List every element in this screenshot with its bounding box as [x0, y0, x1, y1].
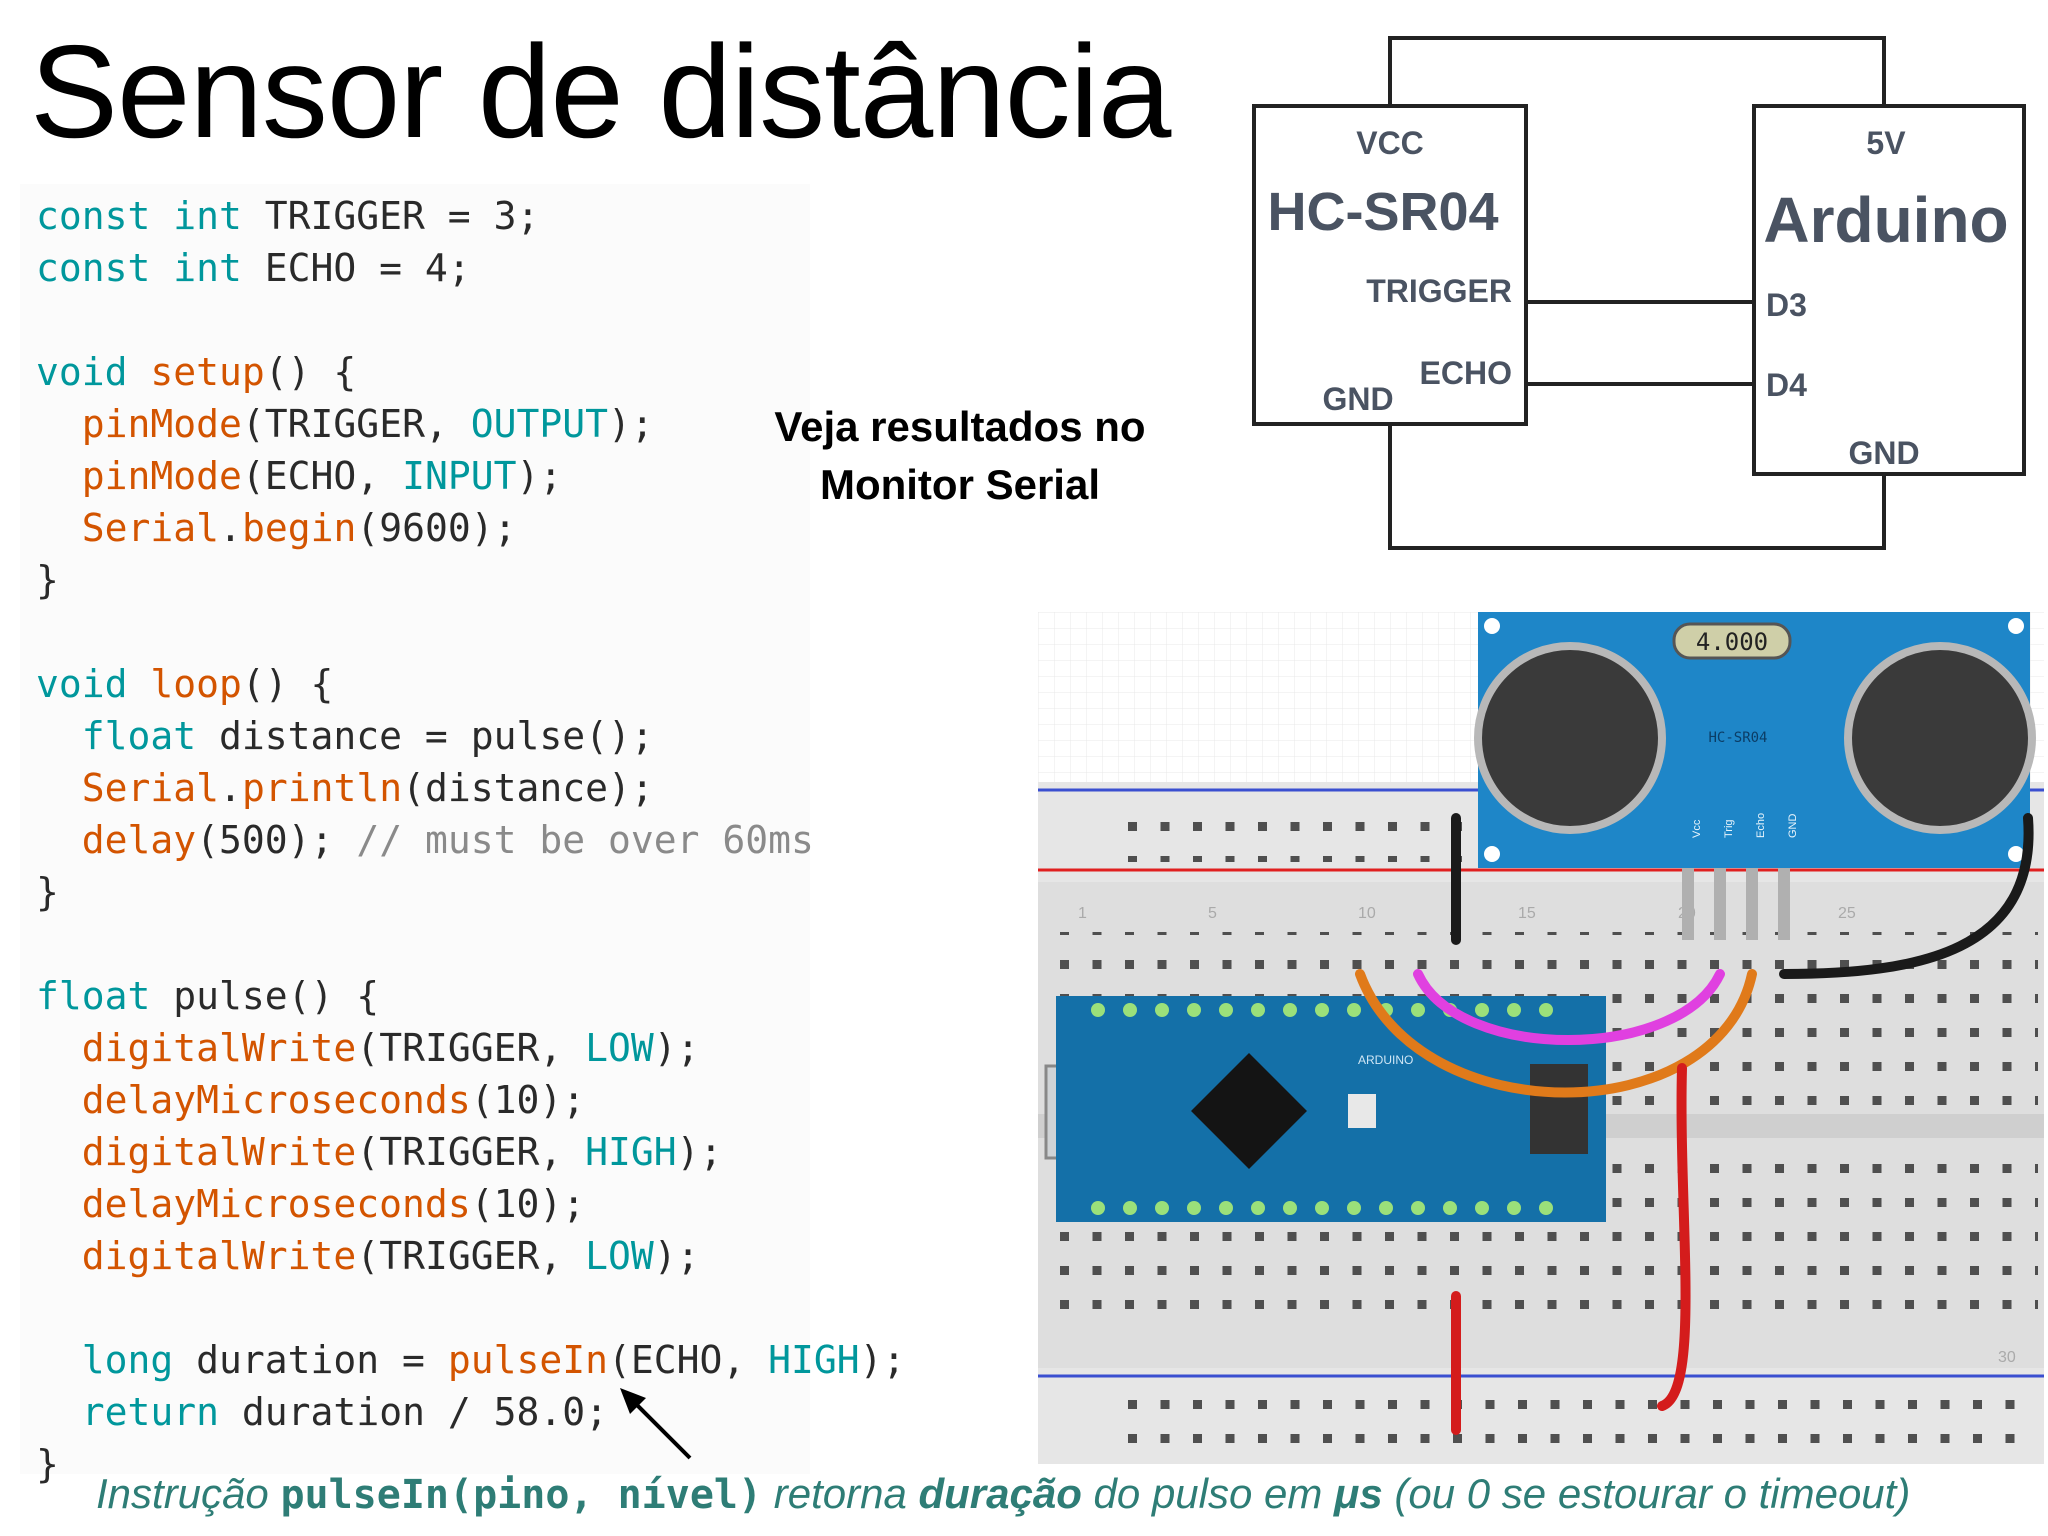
wiring-schematic: VCC HC-SR04 TRIGGER ECHO GND 5V Arduino … [1252, 36, 2026, 550]
arduino-gnd-label: GND [1848, 435, 1919, 471]
arduino-5v-label: 5V [1866, 125, 1906, 161]
code-line-6: Serial.begin(9600); [81, 506, 517, 550]
code-line-11: delay(500); // must be over 60ms [81, 818, 814, 862]
footnote: Instrução pulseIn(pino, nível) retorna d… [96, 1470, 1911, 1518]
reset-button [1348, 1094, 1376, 1128]
code-line-8: void loop() { [36, 662, 334, 706]
sensor-pin-label: Trig [1723, 819, 1735, 838]
code-line-17: delayMicroseconds(10); [81, 1182, 586, 1226]
arduino-nano: ARDUINO [1044, 996, 1606, 1222]
sensor-pin-2 [1714, 856, 1726, 940]
sensor-pin-label: Echo [1755, 813, 1767, 838]
wire-orange-echo [1355, 969, 1757, 1098]
arduino-d3-label: D3 [1766, 287, 1807, 323]
column-number: 10 [1358, 905, 1376, 922]
sensor-display: 4.000 [1696, 628, 1768, 656]
code-line-21: } [36, 1442, 59, 1486]
arduino-name-label: Arduino [1763, 184, 2008, 256]
breadboard-diagram: 1 5 10 15 20 25 30 ARDUINO [1038, 612, 2044, 1464]
wire-gnd-gnd [1388, 424, 1886, 550]
wire-black-sensor-gnd [1779, 813, 2034, 979]
sensor-crystal [1672, 622, 1792, 660]
column-number: 15 [1518, 905, 1536, 922]
sensor-trigger-label: TRIGGER [1366, 273, 1512, 309]
code-line-14: digitalWrite(TRIGGER, LOW); [81, 1026, 700, 1070]
sensor-pin-label: Vcc [1691, 819, 1703, 838]
code-line-19: long duration = pulseIn(ECHO, HIGH); [81, 1338, 906, 1382]
nano-label: ARDUINO [1358, 1053, 1413, 1067]
sensor-gnd-label: GND [1322, 381, 1393, 417]
nano-chip [1191, 1053, 1307, 1169]
sensor-pin-3 [1746, 856, 1758, 940]
wire-vcc-5v [1388, 36, 1886, 106]
column-number: 25 [1838, 905, 1856, 922]
hc-sr04-module: 4.000 HC-SR04 Vcc Trig Echo GND [1474, 612, 2036, 940]
nano-board [1056, 996, 1606, 1222]
bottom-rail-holes [1118, 1390, 2038, 1450]
wire-magenta-trigger [1413, 969, 1725, 1045]
code-line-9: float distance = pulse(); [81, 714, 654, 758]
code-line-16: digitalWrite(TRIGGER, HIGH); [81, 1130, 723, 1174]
code-block: const int TRIGGER = 3; const int ECHO = … [36, 190, 905, 1490]
sensor-vcc-label: VCC [1356, 125, 1424, 161]
code-line-2: const int ECHO = 4; [36, 246, 471, 290]
page-title: Sensor de distância [30, 18, 1171, 165]
sensor-name-label: HC-SR04 [1267, 182, 1498, 242]
sensor-echo-label: ECHO [1420, 355, 1512, 391]
code-line-1: const int TRIGGER = 3; [36, 194, 540, 238]
sensor-transducer-right [1844, 642, 2036, 834]
wire-red-5v [1657, 1063, 1691, 1411]
code-line-7: } [36, 558, 59, 602]
column-number: 30 [1998, 1349, 2016, 1366]
code-panel [20, 184, 810, 1474]
column-number: 1 [1078, 905, 1087, 922]
code-line-3: void setup() { [36, 350, 357, 394]
arduino-d4-label: D4 [1766, 367, 1807, 403]
code-line-10: Serial.println(distance); [81, 766, 654, 810]
sensor-pin-label: GND [1787, 814, 1799, 839]
code-line-20: return duration / 58.0; [81, 1390, 608, 1434]
column-number: 5 [1208, 905, 1217, 922]
icsp-header [1530, 1064, 1588, 1154]
arduino-box [1752, 104, 2026, 476]
code-line-13: float pulse() { [36, 974, 380, 1018]
sensor-pin-1 [1682, 856, 1694, 940]
code-line-4: pinMode(TRIGGER, OUTPUT); [81, 402, 654, 446]
sensor-board-label: HC-SR04 [1708, 730, 1767, 746]
code-line-5: pinMode(ECHO, INPUT); [81, 454, 563, 498]
sensor-pin-4 [1778, 856, 1790, 940]
sensor-transducer-left [1474, 642, 1666, 834]
code-line-18: digitalWrite(TRIGGER, LOW); [81, 1234, 700, 1278]
code-line-12: } [36, 870, 59, 914]
code-line-15: delayMicroseconds(10); [81, 1078, 586, 1122]
